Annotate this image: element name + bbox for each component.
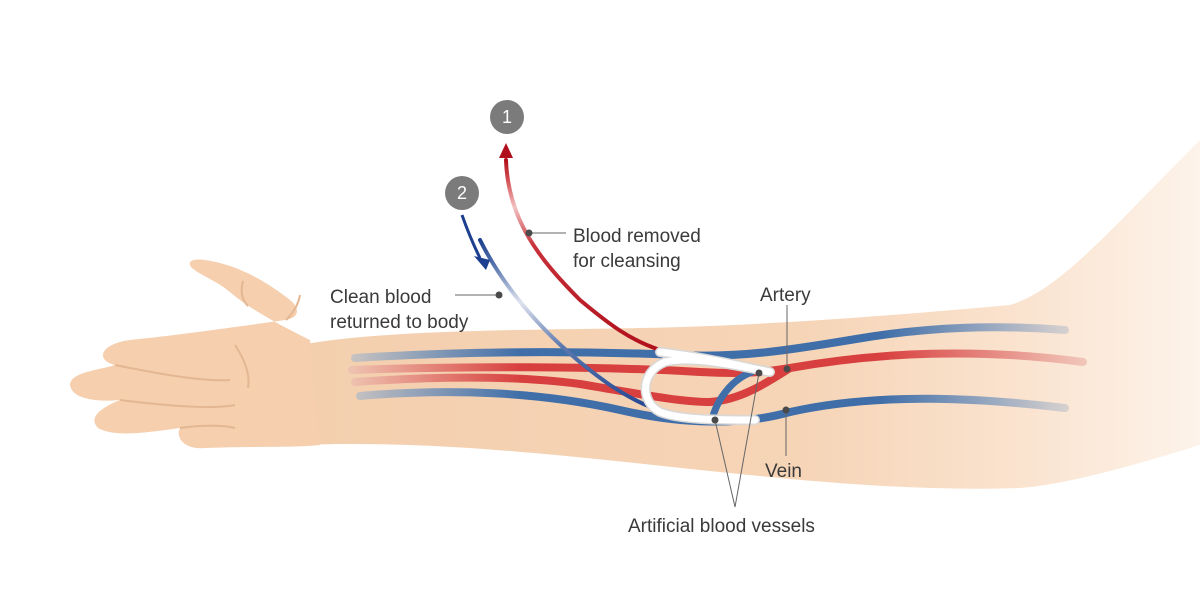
leader-graft-a [714,419,736,508]
step-marker-1: 1 [490,100,524,134]
removal-arrow-icon [499,143,513,158]
step-circle-1 [490,100,524,134]
palm-line [234,344,250,389]
annotation-leaders [455,232,788,508]
step-number-2: 2 [457,183,467,203]
vein-lower-right [786,394,1069,416]
leader-graft-b [734,372,760,508]
return-tube-top [460,214,482,259]
dot-graft-a [711,416,719,424]
arm-illustration [70,140,1200,489]
finger-line-3 [179,424,236,429]
return-arrow-icon [474,256,490,270]
removal-tube [504,158,662,352]
label-artificial-vessels: Artificial blood vessels [628,516,815,537]
label-vein: Vein [765,461,802,482]
thumb-crease [240,280,249,307]
step-marker-2: 2 [445,176,479,210]
dot-blood-removed [525,229,533,237]
vein-upper-right [846,323,1069,344]
dot-vein [782,406,790,414]
label-blood-removed-line1: Blood removed [573,226,701,247]
label-blood-removed-line2: for cleansing [573,251,681,272]
dot-clean-blood [495,291,503,299]
annotation-dots [495,229,791,424]
artery-right [786,349,1087,372]
palm-crease [285,294,301,321]
label-artery: Artery [760,285,811,306]
step-number-1: 1 [502,107,512,127]
label-clean-blood-line1: Clean blood [330,287,431,308]
step-circle-2 [445,176,479,210]
hand-shape [70,259,320,449]
dot-graft-b [755,369,763,377]
dot-artery [783,365,791,373]
label-clean-blood-line2: returned to body [330,312,469,333]
finger-line-2 [119,399,236,409]
finger-line-1 [114,364,231,382]
